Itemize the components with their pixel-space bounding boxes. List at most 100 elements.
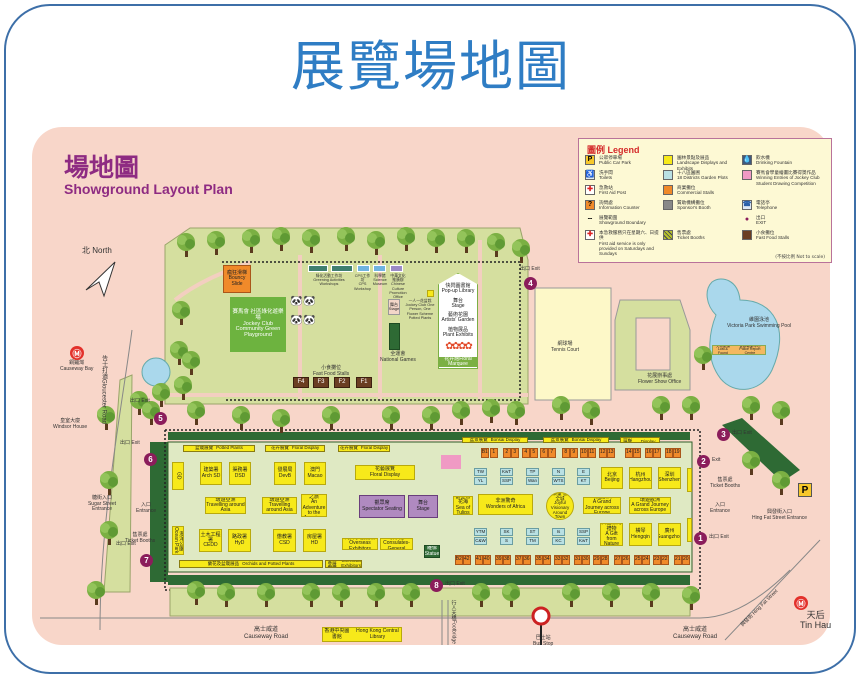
commercial-stall[interactable]: 12	[599, 448, 607, 458]
exit-4-marker[interactable]: 4	[524, 277, 537, 290]
commercial-stall[interactable]: 34	[543, 555, 551, 565]
commercial-stall[interactable]: 3	[511, 448, 519, 458]
commercial-stall[interactable]: 8	[562, 448, 570, 458]
exit-5-marker[interactable]: 5	[154, 412, 167, 425]
garden-plot[interactable]: SSP	[500, 477, 513, 485]
commercial-stall[interactable]: 16	[645, 448, 653, 458]
display-booth[interactable]: 美洲探險之旅An Adventure to the Americas	[301, 494, 327, 517]
workshop-tent[interactable]	[357, 265, 370, 272]
commercial-stall[interactable]: 22	[661, 555, 669, 565]
garden-plot[interactable]: SK	[500, 528, 513, 536]
commercial-stall[interactable]: 20	[682, 555, 690, 565]
garden-plot[interactable]: N	[552, 468, 565, 476]
commercial-stall[interactable]: 23	[653, 555, 661, 565]
commercial-stall[interactable]: 26	[622, 555, 630, 565]
commercial-stall[interactable]: 33	[554, 555, 562, 565]
commercial-stall[interactable]: B1	[481, 448, 489, 458]
fast-food-stall[interactable]: F4	[293, 377, 309, 388]
garden-plot[interactable]: C&W	[474, 537, 487, 545]
commercial-stall[interactable]: 21	[674, 555, 682, 565]
commercial-stall[interactable]: 31	[574, 555, 582, 565]
garden-plot[interactable]: KwT	[577, 537, 590, 545]
commercial-stall[interactable]: 28	[601, 555, 609, 565]
exit-7-marker[interactable]: 7	[140, 554, 153, 567]
commercial-stall[interactable]: 1	[490, 448, 498, 458]
commercial-stall[interactable]: 17	[653, 448, 661, 458]
garden-plot[interactable]: SSP	[577, 528, 590, 536]
garden-plot[interactable]: WTS	[552, 477, 565, 485]
garden-plot[interactable]: Is	[552, 528, 565, 536]
commercial-stall[interactable]: 29	[593, 555, 601, 565]
workshop-tent[interactable]	[331, 265, 353, 272]
commercial-stall[interactable]: 9	[570, 448, 578, 458]
commercial-stall[interactable]: 27	[614, 555, 622, 565]
commercial-stall[interactable]: 11	[588, 448, 596, 458]
garden-plot[interactable]: KwT	[500, 468, 513, 476]
commercial-stall[interactable]: 32	[562, 555, 570, 565]
commercial-stall[interactable]: 37	[515, 555, 523, 565]
commercial-stall[interactable]: 14	[625, 448, 633, 458]
commercial-stall[interactable]: 2	[503, 448, 511, 458]
garden-plot[interactable]: E	[577, 468, 590, 476]
commercial-stall[interactable]: 42	[463, 555, 471, 565]
garden-plot[interactable]: S	[500, 537, 513, 545]
commercial-stall[interactable]: 38	[503, 555, 511, 565]
fast-food-stall[interactable]: F2	[334, 377, 350, 388]
commercial-stall[interactable]: 30	[582, 555, 590, 565]
commercial-stall[interactable]: 10	[580, 448, 588, 458]
workshop-tent[interactable]	[390, 265, 403, 272]
commercial-stall[interactable]: 4	[522, 448, 530, 458]
commercial-stall[interactable]: 7	[548, 448, 556, 458]
exit-8-marker[interactable]: 8	[430, 579, 443, 592]
display-booth[interactable]: 廣州Guangzhou	[658, 523, 681, 546]
garden-plot[interactable]: KT	[577, 477, 590, 485]
commercial-stall[interactable]: 13	[607, 448, 615, 458]
exit-6-marker[interactable]: 6	[144, 453, 157, 466]
commercial-stall[interactable]: 19	[673, 448, 681, 458]
garden-plot[interactable]: YL	[474, 477, 487, 485]
commercial-stall[interactable]: 25	[634, 555, 642, 565]
workshop-tent[interactable]	[308, 265, 328, 272]
exit-1-marker[interactable]: 1	[694, 532, 707, 545]
exit-3-marker[interactable]: 3	[717, 428, 730, 441]
garden-plot[interactable]: YTM	[474, 528, 487, 536]
national-games-display[interactable]	[389, 323, 400, 350]
fast-food-stall[interactable]: F1	[356, 377, 372, 388]
drawing-entries-display[interactable]	[441, 455, 461, 469]
garden-plot[interactable]: TP	[526, 468, 539, 476]
commercial-stall[interactable]: 6	[540, 448, 548, 458]
garden-plot[interactable]: TM	[526, 537, 539, 545]
commercial-stall[interactable]: 18	[665, 448, 673, 458]
commercial-stall[interactable]: 40	[483, 555, 491, 565]
commercial-stall[interactable]: B2	[455, 555, 463, 565]
garden-plot[interactable]: Wan	[526, 477, 539, 485]
